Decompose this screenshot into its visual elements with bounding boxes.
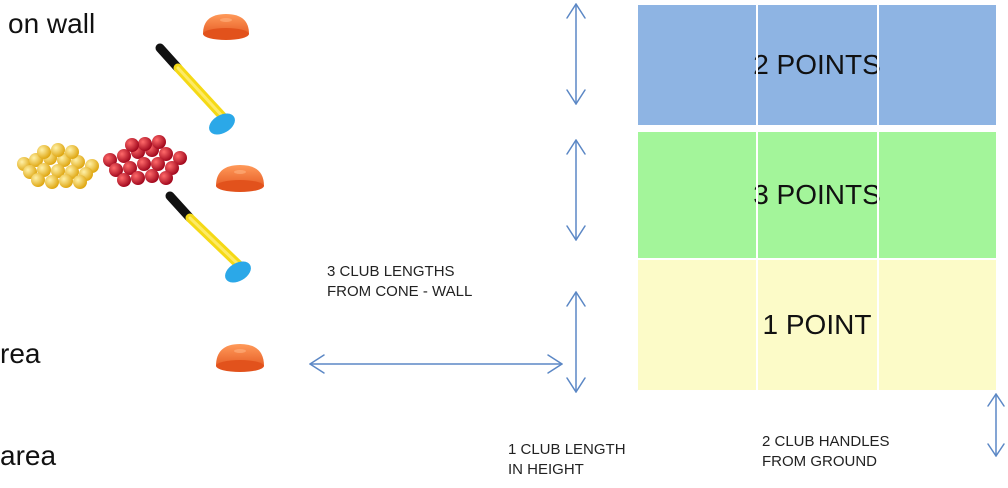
zone-1-point: 1 POINT: [638, 260, 996, 390]
zone-2-points: 2 POINTS: [638, 5, 996, 125]
height-line-1: 1 CLUB LENGTH: [508, 441, 626, 458]
on-wall-label: on wall: [8, 8, 96, 39]
distance-line-1: 3 CLUB LENGTHS: [327, 263, 455, 280]
ball-pile-icon: [17, 143, 99, 189]
arrow-icon: [987, 393, 1005, 457]
wall-divider: [877, 5, 879, 390]
area-label-2: area: [0, 440, 57, 471]
handles-line-1: 2 CLUB HANDLES: [762, 433, 890, 450]
wall-divider: [756, 5, 758, 390]
arrow-icon: [566, 291, 586, 393]
distance-note: 3 CLUB LENGTHS FROM CONE - WALL: [327, 262, 472, 302]
cone-icon: [203, 14, 249, 40]
distance-line-2: FROM CONE - WALL: [327, 283, 473, 300]
height-line-2: IN HEIGHT: [508, 461, 584, 478]
arrow-icon: [309, 354, 563, 374]
arrow-icon: [566, 3, 586, 105]
handles-line-2: FROM GROUND: [762, 453, 877, 470]
club-icon: [155, 43, 235, 135]
zone-1-label: 1 POINT: [762, 309, 872, 340]
cone-icon: [216, 165, 264, 192]
zone-3-points: 3 POINTS: [638, 132, 996, 258]
club-icon: [165, 191, 251, 283]
height-note: 1 CLUB LENGTH IN HEIGHT: [508, 440, 626, 480]
zone-3-label: 3 POINTS: [753, 179, 881, 210]
ball-pile-icon: [103, 135, 187, 187]
area-label-1: rea: [0, 338, 41, 369]
cone-icon: [216, 344, 264, 372]
arrow-icon: [566, 139, 586, 241]
handles-note: 2 CLUB HANDLES FROM GROUND: [762, 432, 890, 472]
zone-2-label: 2 POINTS: [753, 49, 881, 80]
